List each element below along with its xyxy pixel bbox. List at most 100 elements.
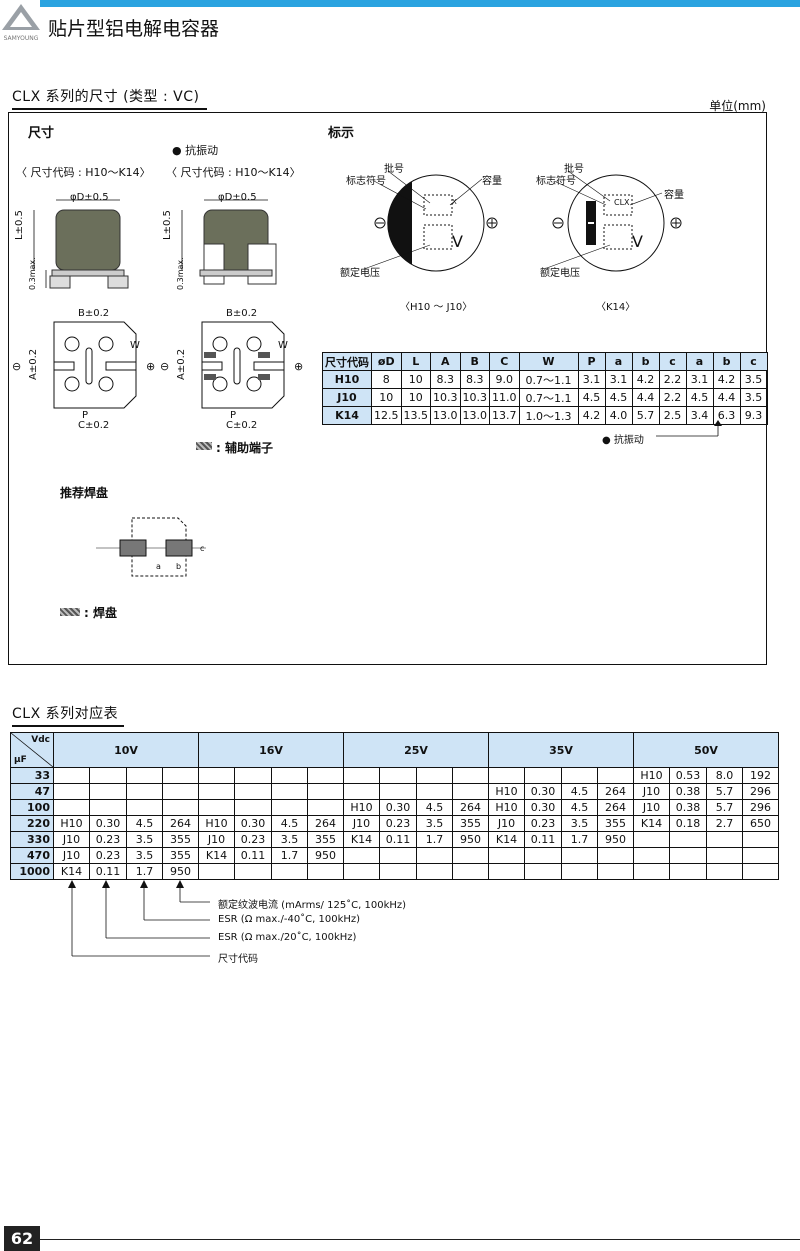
series-value-cell	[162, 767, 199, 784]
series-value-cell	[488, 847, 525, 864]
series-value-cell	[343, 767, 380, 784]
mark-v-label-2: V	[632, 232, 643, 251]
dim-value-cell: 10.3	[459, 388, 490, 407]
capacitance-cell: 100	[10, 799, 54, 816]
series-value-cell	[561, 767, 598, 784]
series-value-cell: 950	[452, 831, 489, 848]
series-value-cell: J10	[53, 831, 90, 848]
series-value-cell: 650	[742, 815, 779, 832]
series-value-cell	[452, 847, 489, 864]
document-title: 贴片型铝电解电容器	[48, 18, 220, 40]
legend-esr-minus40: ESR (Ω max./-40˚C, 100kHz)	[218, 914, 361, 925]
dims-section-title: CLX 系列的尺寸 (类型 : VC)	[12, 86, 207, 110]
p-dim-label: P	[82, 410, 89, 421]
series-value-cell	[126, 767, 163, 784]
dim-value-cell: 3.5	[739, 388, 768, 407]
capacitance-cell: 330	[10, 831, 54, 848]
dim-value-cell: 3.1	[577, 370, 606, 389]
series-value-cell: K14	[633, 815, 670, 832]
series-value-cell: 3.5	[416, 815, 453, 832]
dim-value-cell: 12.5	[371, 406, 402, 425]
dim-value-cell: 2.5	[658, 406, 687, 425]
capacitance-cell: 47	[10, 783, 54, 800]
top-view-standard-diagram	[53, 321, 137, 409]
series-value-cell: 0.23	[379, 815, 417, 832]
dim-value-cell: 8.3	[459, 370, 490, 389]
series-value-cell	[416, 783, 453, 800]
dim-header-cell: 尺寸代码	[322, 352, 372, 371]
series-value-cell	[271, 767, 308, 784]
plus-terminal-icon: ⊕	[146, 360, 156, 373]
series-value-cell: 0.30	[379, 799, 417, 816]
series-value-cell	[307, 799, 344, 816]
series-value-cell: K14	[53, 863, 90, 880]
marking-h10-j10-diagram	[363, 170, 498, 272]
capacitance-cell: 470	[10, 847, 54, 864]
mark-capacity-label: 容量	[482, 176, 502, 187]
series-value-cell	[162, 783, 199, 800]
voltage-header-50v: 50V	[633, 732, 779, 768]
series-value-cell: 1.7	[561, 831, 598, 848]
capacitance-cell: 220	[10, 815, 54, 832]
phi-d-label: φD±0.5	[70, 192, 109, 203]
series-value-cell	[379, 863, 417, 880]
series-value-cell: 0.38	[669, 799, 707, 816]
marking-heading: 标示	[328, 126, 355, 141]
dim-size-code-cell: K14	[322, 406, 372, 425]
pad-swatch	[60, 608, 80, 616]
anti-vibration-arrow	[656, 420, 722, 437]
series-value-cell	[597, 767, 634, 784]
dim-value-cell: 3.1	[604, 370, 633, 389]
series-value-cell	[488, 863, 525, 880]
series-value-cell	[742, 863, 779, 880]
dim-value-cell: 3.5	[739, 370, 768, 389]
series-value-cell	[524, 767, 562, 784]
dim-value-cell: 4.0	[604, 406, 633, 425]
series-value-cell	[234, 863, 272, 880]
series-value-cell: 0.23	[234, 831, 272, 848]
page-number: 62	[4, 1226, 40, 1251]
series-value-cell: 0.30	[524, 783, 562, 800]
series-value-cell	[379, 767, 417, 784]
series-value-cell: K14	[198, 847, 235, 864]
series-value-cell: 264	[307, 815, 344, 832]
series-value-cell	[561, 847, 598, 864]
series-value-cell: H10	[198, 815, 235, 832]
series-value-cell	[669, 831, 707, 848]
dim-header-cell: A	[430, 352, 461, 371]
series-value-cell: J10	[343, 815, 380, 832]
size-code-range-right: 〈 尺寸代码 : H10～K14〉	[166, 166, 301, 179]
series-value-cell	[126, 783, 163, 800]
dim-header-cell: P	[577, 352, 606, 371]
series-value-cell: 950	[597, 831, 634, 848]
minus-terminal-icon-2: ⊖	[160, 360, 170, 373]
w-dim-label: W	[130, 340, 140, 351]
dim-value-cell: 13.7	[489, 406, 520, 425]
dim-value-cell: 9.3	[739, 406, 768, 425]
voltage-header-10v: 10V	[53, 732, 199, 768]
series-value-cell	[524, 847, 562, 864]
series-value-cell	[633, 847, 670, 864]
dim-value-cell: 4.2	[631, 370, 660, 389]
dim-header-cell: B	[459, 352, 490, 371]
legend-ripple-current: 额定纹波电流 (mArms/ 125˚C, 100kHz)	[218, 900, 407, 911]
series-value-cell	[416, 863, 453, 880]
voltage-header-25v: 25V	[343, 732, 489, 768]
series-value-cell	[89, 767, 127, 784]
series-value-cell: 0.18	[669, 815, 707, 832]
legend-esr-20: ESR (Ω max./20˚C, 100kHz)	[218, 932, 357, 943]
recommended-pad-diagram	[96, 517, 206, 577]
series-value-cell: 4.5	[271, 815, 308, 832]
aux-terminal-legend: : 辅助端子	[216, 441, 273, 455]
series-value-cell: 4.5	[126, 815, 163, 832]
dim-header-cell: a	[685, 352, 714, 371]
series-value-cell	[633, 863, 670, 880]
pad-b-label: b	[176, 562, 182, 571]
series-value-cell	[452, 863, 489, 880]
series-value-cell: 0.23	[89, 847, 127, 864]
